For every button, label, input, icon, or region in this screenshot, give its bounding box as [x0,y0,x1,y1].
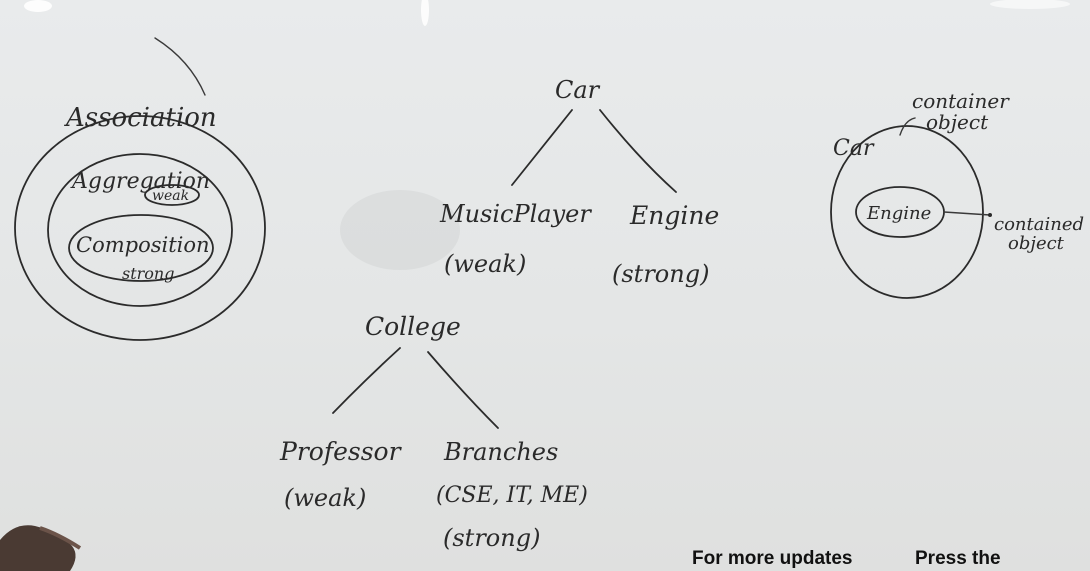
composition-circle [68,214,214,282]
musicplayer-label: MusicPlayer [439,200,592,228]
college-root-label: College [365,312,461,341]
branches-items: (CSE, IT, ME) [436,483,588,508]
press-caption: Press the [915,548,1001,569]
aggregation-label: Aggregation [70,169,210,194]
glare-left [24,0,52,12]
engine-note: (strong) [612,260,709,288]
weak-label: weak [152,188,189,204]
car-right-branch [599,109,677,193]
container-pointer [899,117,916,136]
presenter-finger [39,526,82,550]
branches-label: Branches [443,438,558,466]
car-tree: Car MusicPlayer (weak) Engine (strong) [439,76,719,288]
association-label: Association [64,103,217,133]
composition-label: Composition [76,233,210,257]
contained-pointer-dot [988,213,992,217]
branches-note: (strong) [443,524,540,552]
musicplayer-note: (weak) [444,250,526,278]
aggregation-circle [47,153,233,307]
college-left-branch [332,347,401,414]
updates-caption: For more updates [692,548,853,569]
car-container-label: Car [833,136,875,161]
engine-label: Engine [629,201,719,230]
professor-label: Professor [279,437,403,466]
glare-center [421,0,429,26]
car-container-circle [830,125,984,299]
association-circle [14,115,266,341]
strong-label: strong [122,264,174,283]
college-tree: College Professor (weak) Branches (CSE, … [279,312,588,552]
professor-note: (weak) [284,484,366,512]
weak-circle [144,184,200,206]
association-venn: Association Aggregation weak Composition… [14,37,266,341]
car-left-branch [511,109,573,186]
smudge [340,190,460,270]
glare-right [990,0,1070,9]
contained-pointer [943,211,991,216]
engine-contained-label: Engine [866,203,931,224]
presenter-hand [0,525,76,571]
car-root-label: Car [555,76,601,104]
association-stroke [154,37,206,96]
college-right-branch [427,351,499,429]
